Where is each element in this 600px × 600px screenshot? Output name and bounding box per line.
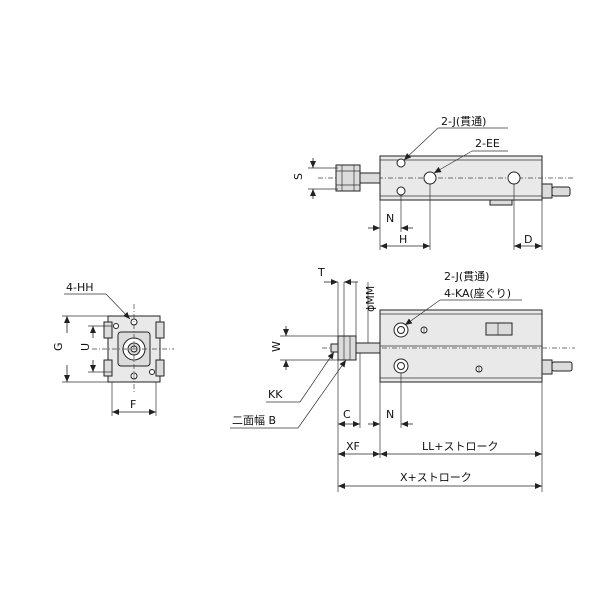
- top-view-hole-j-upper: [396, 158, 406, 168]
- label-hh: 4-HH: [66, 281, 94, 294]
- label-xf: XF: [346, 440, 360, 453]
- end-view-hole-hh-3: [113, 323, 119, 329]
- side-view-switch: [485, 322, 513, 336]
- top-view-rod: [359, 172, 381, 184]
- label-d: D: [524, 233, 532, 246]
- label-x: X+ストローク: [400, 471, 472, 484]
- label-g: G: [52, 342, 65, 351]
- label-ll: LL+ストローク: [422, 440, 498, 453]
- label-w: W: [270, 341, 283, 352]
- end-view: 4-HH G U F: [52, 281, 174, 416]
- top-view-rod-nut: [335, 164, 361, 192]
- label-c: C: [343, 408, 351, 421]
- side-view-rod-nut: [337, 335, 357, 361]
- top-view-connector: [541, 183, 553, 199]
- top-view: 2-J(貫通) 2-EE S N H D: [292, 115, 575, 250]
- label-j-through-bottom: 2-J(貫通): [444, 270, 489, 283]
- label-n-top: N: [386, 212, 394, 225]
- label-mm: ϕMM: [364, 286, 377, 312]
- side-view-connector: [541, 359, 553, 375]
- label-t: T: [317, 266, 325, 279]
- end-view-hole-hh-4: [149, 369, 155, 375]
- top-view-cable: [551, 186, 571, 197]
- label-h: H: [399, 233, 407, 246]
- label-ka: 4-KA(座ぐり): [444, 286, 511, 300]
- top-view-hole-ee-right: [507, 171, 521, 185]
- top-view-hole-ee-left: [423, 171, 437, 185]
- label-f: F: [130, 398, 136, 411]
- label-b: 二面幅 B: [232, 414, 276, 427]
- label-kk: KK: [268, 388, 283, 401]
- label-s: S: [292, 173, 305, 180]
- side-view-cable: [551, 361, 573, 372]
- label-u: U: [79, 343, 92, 351]
- label-j-through-top: 2-J(貫通): [441, 115, 486, 128]
- side-view: 2-J(貫通) 4-KA(座ぐり) T ϕMM W KK 二面幅 B C: [230, 266, 575, 492]
- label-n-bottom: N: [386, 408, 394, 421]
- label-ee: 2-EE: [475, 137, 500, 150]
- top-view-hole-j-lower: [396, 186, 406, 196]
- side-view-rod: [355, 342, 381, 354]
